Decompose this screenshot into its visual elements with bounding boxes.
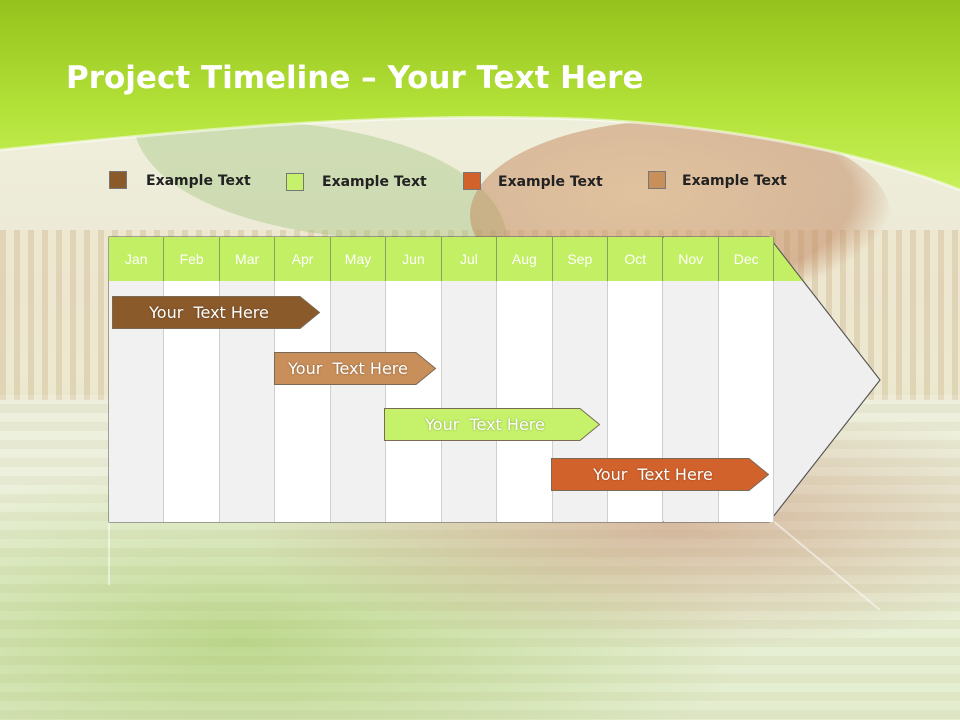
month-header-nov: Nov <box>663 237 719 281</box>
month-header-jul: Jul <box>441 237 498 281</box>
legend-label: Example Text <box>146 173 251 189</box>
task-bar-label: Your Text Here <box>593 465 713 484</box>
task-bar-fill <box>112 296 320 329</box>
title-rest: – Your Text Here <box>350 60 644 96</box>
task-bar-fill <box>384 408 600 441</box>
legend-swatch <box>648 171 666 189</box>
task-bar: Your Text Here <box>551 458 769 491</box>
task-bar-shape <box>551 458 769 491</box>
task-bar: Your Text Here <box>274 352 436 385</box>
month-header-dec: Dec <box>718 237 775 281</box>
task-bar-shape <box>384 408 600 441</box>
month-column <box>330 281 387 522</box>
task-bar: Your Text Here <box>384 408 600 441</box>
month-header-sep: Sep <box>552 237 609 281</box>
green-header-band <box>0 0 960 192</box>
title-bold: Project Timeline <box>66 60 351 96</box>
task-bar-label: Your Text Here <box>288 359 408 378</box>
task-bar-shape <box>274 352 436 385</box>
legend-swatch <box>286 173 304 191</box>
task-bar-shape <box>112 296 320 329</box>
timeline-reflection <box>108 521 881 611</box>
month-header-oct: Oct <box>608 237 664 281</box>
legend-label: Example Text <box>322 174 427 190</box>
slide-title: Project Timeline – Your Text Here <box>66 60 643 96</box>
task-bar-fill <box>274 352 436 385</box>
month-header-mar: Mar <box>219 237 276 281</box>
month-header-jun: Jun <box>386 237 442 281</box>
month-column <box>386 281 442 522</box>
month-header-jan: Jan <box>109 237 165 281</box>
month-header-feb: Feb <box>164 237 220 281</box>
task-bar-fill <box>551 458 769 491</box>
legend-swatch <box>109 171 127 189</box>
month-header-aug: Aug <box>497 237 553 281</box>
month-column <box>497 281 553 522</box>
task-bar-label: Your Text Here <box>425 415 545 434</box>
legend-swatch <box>463 172 481 190</box>
month-header-apr: Apr <box>275 237 331 281</box>
month-header-may: May <box>330 237 387 281</box>
legend-label: Example Text <box>498 174 603 190</box>
legend-label: Example Text <box>682 173 787 189</box>
month-column <box>441 281 498 522</box>
task-bar-label: Your Text Here <box>149 303 269 322</box>
task-bar: Your Text Here <box>112 296 320 329</box>
